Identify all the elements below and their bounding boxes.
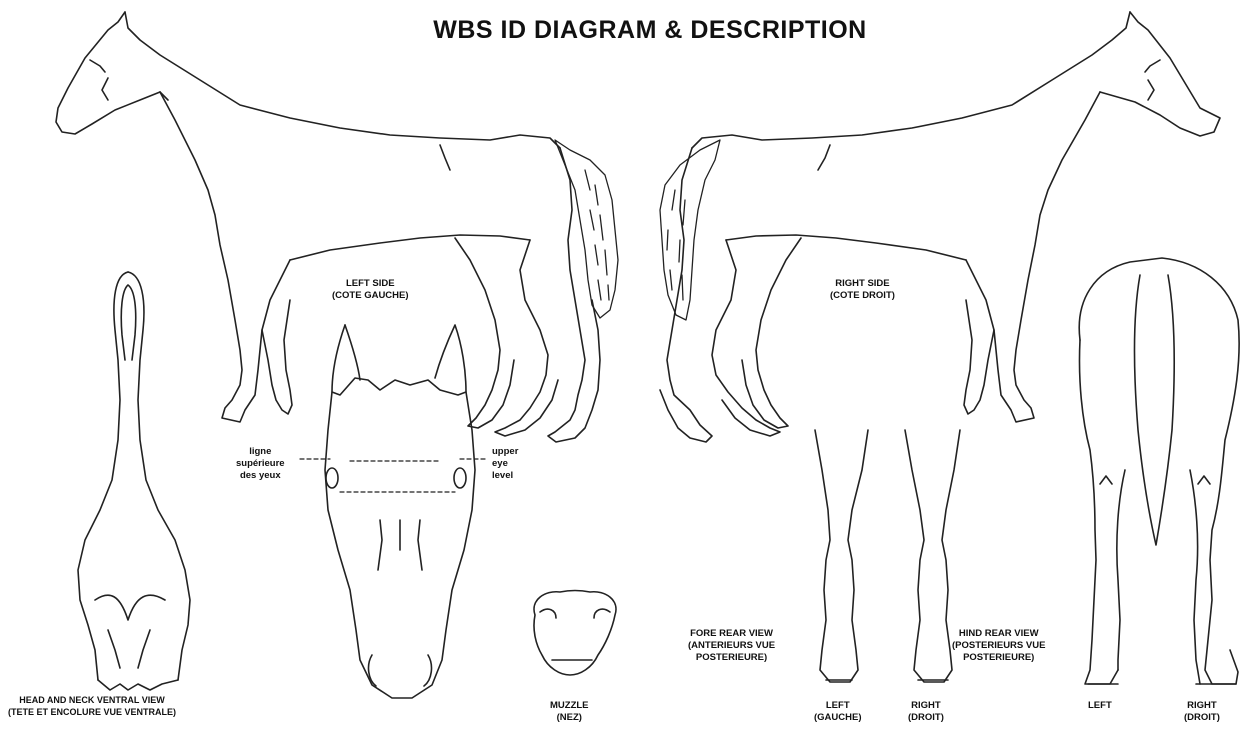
fore-left-label: LEFT (GAUCHE): [814, 700, 862, 724]
fore-rear-legs-outline: [815, 430, 960, 682]
left-side-horse-outline: [56, 12, 600, 442]
hind-left-label: LEFT: [1088, 700, 1112, 712]
upper-eye-line-label-fr: ligne supérieure des yeux: [236, 446, 285, 482]
hind-rear-outline: [1079, 258, 1239, 684]
fore-rear-view-label: FORE REAR VIEW (ANTERIEURS VUE POSTERIEU…: [688, 628, 775, 664]
upper-eye-level-label: upper eye level: [492, 446, 518, 482]
right-side-label: RIGHT SIDE (COTE DROIT): [830, 278, 895, 302]
hind-right-label: RIGHT (DROIT): [1184, 700, 1220, 724]
right-side-horse-tail: [660, 140, 720, 320]
front-head-outline: [300, 325, 488, 698]
left-side-horse-tail: [555, 140, 618, 318]
head-neck-ventral-outline: [78, 272, 190, 690]
muzzle-outline: [534, 591, 616, 676]
hind-rear-view-label: HIND REAR VIEW (POSTERIEURS VUE POSTERIE…: [952, 628, 1045, 664]
muzzle-label: MUZZLE (NEZ): [550, 700, 589, 724]
head-neck-ventral-label: HEAD AND NECK VENTRAL VIEW (TETE ET ENCO…: [8, 694, 176, 718]
left-side-label: LEFT SIDE (COTE GAUCHE): [332, 278, 409, 302]
right-side-horse-outline: [660, 12, 1220, 442]
fore-right-label: RIGHT (DROIT): [908, 700, 944, 724]
